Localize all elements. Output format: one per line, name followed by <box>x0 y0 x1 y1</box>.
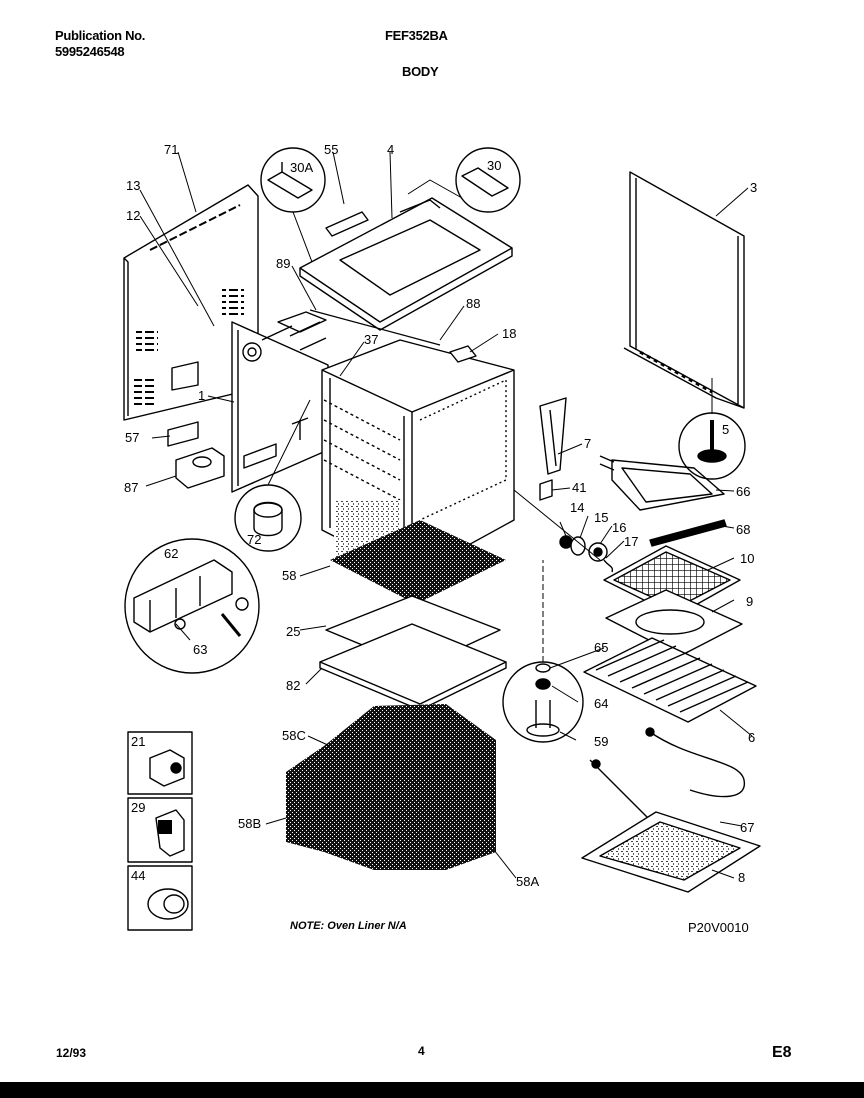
detail-circle-5 <box>678 412 746 480</box>
callout-89: 89 <box>276 256 290 271</box>
publication-number: 5995246548 <box>55 44 125 59</box>
callout-59: 59 <box>594 734 608 749</box>
callout-29: 29 <box>131 800 145 815</box>
callout-82: 82 <box>286 678 300 693</box>
scan-edge <box>0 1082 864 1098</box>
callout-18: 18 <box>502 326 516 341</box>
callout-15: 15 <box>594 510 608 525</box>
callout-17: 17 <box>624 534 638 549</box>
top-cover-4 <box>299 197 513 331</box>
callout-21: 21 <box>131 734 145 749</box>
insulation-58 <box>330 520 506 604</box>
callout-1: 1 <box>198 388 205 403</box>
insulation-58abc <box>286 704 496 870</box>
callout-58a: 58A <box>516 874 539 889</box>
callout-13: 13 <box>126 178 140 193</box>
inset-box-44 <box>127 865 193 931</box>
part-17 <box>603 559 614 573</box>
detail-circle-59 <box>502 661 584 743</box>
callout-58: 58 <box>282 568 296 583</box>
bake-element-66 <box>599 455 725 511</box>
callout-57: 57 <box>125 430 139 445</box>
model-number: FEF352BA <box>385 28 448 43</box>
side-panel-1 <box>231 321 329 493</box>
callout-4: 4 <box>387 142 394 157</box>
callout-25: 25 <box>286 624 300 639</box>
callout-9: 9 <box>746 594 753 609</box>
detail-circle-72 <box>234 399 311 552</box>
callout-44: 44 <box>131 868 145 883</box>
callout-7: 7 <box>584 436 591 451</box>
detail-circle-30a <box>260 147 326 213</box>
callout-63: 63 <box>193 642 207 657</box>
detail-circle-30 <box>455 147 521 213</box>
callout-64: 64 <box>594 696 608 711</box>
bottom-tray-8 <box>581 811 761 893</box>
callout-12: 12 <box>126 208 140 223</box>
bracket-89 <box>261 309 441 351</box>
broiler-pan-9 <box>605 589 743 657</box>
callout-55: 55 <box>324 142 338 157</box>
callout-66: 66 <box>736 484 750 499</box>
callout-3: 3 <box>750 180 757 195</box>
part-15 <box>570 536 586 556</box>
footer-date: 12/93 <box>56 1046 87 1060</box>
callout-5: 5 <box>722 422 729 437</box>
latch-18 <box>449 345 477 363</box>
part-41 <box>539 479 553 501</box>
callout-62: 62 <box>164 546 178 561</box>
callout-68: 68 <box>736 522 750 537</box>
callout-41: 41 <box>572 480 586 495</box>
clip-55 <box>325 211 369 237</box>
callout-87: 87 <box>124 480 138 495</box>
callout-58c: 58C <box>282 728 306 743</box>
oven-door-3 <box>623 171 745 409</box>
part-14 <box>559 535 573 549</box>
callout-30a: 30A <box>290 160 313 175</box>
inset-box-29 <box>127 797 193 863</box>
bracket-87 <box>175 447 225 489</box>
bracket-57 <box>167 421 199 447</box>
diagram-code: P20V0010 <box>688 920 749 935</box>
publication-label: Publication No. <box>55 28 146 43</box>
callout-72: 72 <box>247 532 261 547</box>
callout-14: 14 <box>570 500 584 515</box>
callout-67: 67 <box>740 820 754 835</box>
page-number: 4 <box>418 1044 425 1058</box>
strip-68 <box>649 519 727 547</box>
callout-30: 30 <box>487 158 501 173</box>
section-title: BODY <box>402 64 439 79</box>
inset-box-21 <box>127 731 193 795</box>
edition-code: E8 <box>772 1044 792 1061</box>
callout-88: 88 <box>466 296 480 311</box>
callout-16: 16 <box>612 520 626 535</box>
callout-10: 10 <box>740 551 754 566</box>
handle-7 <box>539 397 567 475</box>
callout-labels: 71 13 12 89 57 87 72 62 63 21 29 44 30A … <box>124 142 757 889</box>
detail-circle-62 <box>124 538 260 674</box>
callout-71: 71 <box>164 142 178 157</box>
callout-37: 37 <box>364 332 378 347</box>
callout-58b: 58B <box>238 816 261 831</box>
callout-8: 8 <box>738 870 745 885</box>
oven-liner-note: NOTE: Oven Liner N/A <box>290 920 407 932</box>
oven-rack-6 <box>583 637 757 723</box>
callout-6: 6 <box>748 730 755 745</box>
part-16 <box>588 542 608 562</box>
callout-65: 65 <box>594 640 608 655</box>
